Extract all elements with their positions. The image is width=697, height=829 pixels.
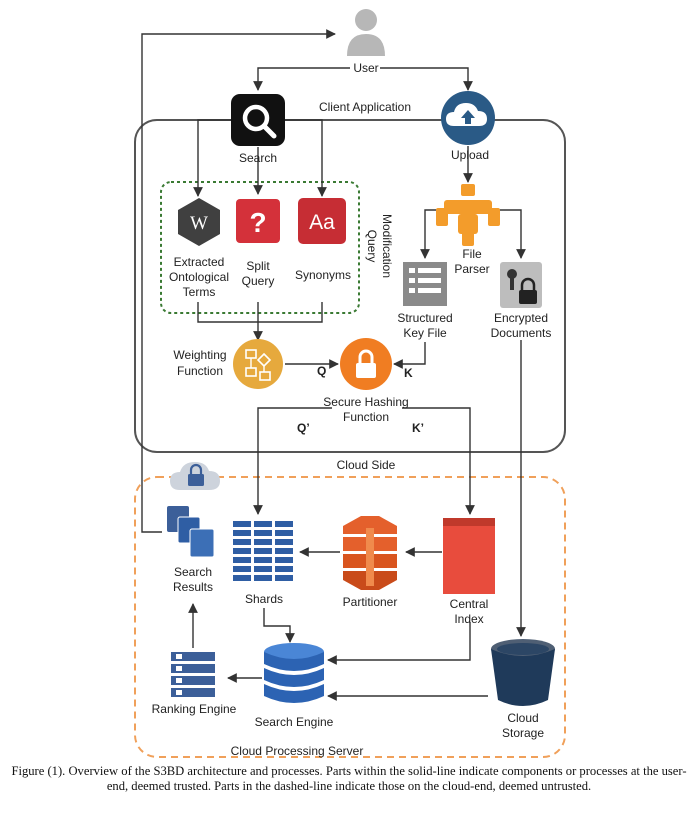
search-results-icon (167, 506, 215, 558)
user-icon (347, 9, 385, 56)
connectors (141, 29, 526, 701)
encrypted-documents-icon (500, 262, 542, 308)
search-results-label-1: Search (174, 565, 212, 579)
synonyms-label: Synonyms (295, 268, 351, 282)
secure-hashing-lock-icon (340, 338, 392, 390)
search-engine-label: Search Engine (255, 715, 334, 729)
partitioner-label: Partitioner (343, 595, 398, 609)
weighting-function-label-2: Function (177, 364, 223, 378)
q-label: Q (317, 364, 326, 378)
q-prime-label: Q’ (297, 421, 310, 435)
file-parser-label-2: Parser (454, 262, 489, 276)
structured-key-file-label-1: Structured (397, 311, 452, 325)
extracted-terms-label-2: Ontological (169, 270, 229, 284)
figure-caption: Figure (1). Overview of the S3BD archite… (11, 764, 687, 793)
shards-label: Shards (245, 592, 283, 606)
search-results-label-2: Results (173, 580, 213, 594)
secure-hashing-label-1: Secure Hashing (323, 395, 408, 409)
central-index-icon (443, 518, 495, 594)
question-glyph: ? (249, 207, 266, 238)
shards-icon (233, 521, 293, 581)
wiki-glyph: W (190, 213, 208, 234)
k-prime-label: K’ (412, 421, 424, 435)
cloud-storage-label-2: Storage (502, 726, 544, 740)
search-label: Search (239, 151, 277, 165)
secure-hashing-label-2: Function (343, 410, 389, 424)
extracted-terms-label-3: Terms (183, 285, 216, 299)
client-application-label: Client Application (319, 100, 411, 114)
file-parser-icon (436, 184, 500, 246)
synonym-glyph: Aa (309, 211, 335, 234)
cloud-processing-server-label: Cloud Processing Server (231, 744, 364, 758)
partitioner-icon (343, 516, 397, 590)
query-modification-label-2: Modification (380, 214, 394, 278)
synonyms-icon: Aa (298, 198, 346, 244)
weighting-function-label-1: Weighting (173, 348, 226, 362)
encrypted-documents-label-1: Encrypted (494, 311, 548, 325)
user-label: User (353, 61, 378, 75)
upload-label: Upload (451, 148, 489, 162)
encrypted-documents-label-2: Documents (491, 326, 552, 340)
query-modification-label-1: Query (365, 230, 379, 263)
split-query-label-1: Split (246, 259, 270, 273)
upload-icon[interactable] (441, 91, 495, 145)
query-modification-box (160, 181, 360, 314)
ranking-engine-icon (171, 652, 215, 697)
structured-key-file-label-2: Key File (403, 326, 447, 340)
k-label: K (404, 366, 413, 380)
weighting-function-icon (233, 339, 283, 389)
split-query-icon: ? (236, 199, 280, 243)
wiki-icon: W (178, 198, 220, 246)
file-parser-label-1: File (462, 247, 482, 261)
cloud-lock-icon (170, 462, 220, 490)
cloud-storage-icon (491, 639, 555, 706)
structured-key-file-icon (403, 262, 447, 306)
split-query-label-2: Query (242, 274, 275, 288)
cloud-side-label: Cloud Side (337, 458, 396, 472)
central-index-label-1: Central (450, 597, 489, 611)
search-engine-icon (264, 643, 324, 703)
extracted-terms-label-1: Extracted (174, 255, 225, 269)
cloud-storage-label-1: Cloud (507, 711, 538, 725)
ranking-engine-label: Ranking Engine (152, 702, 237, 716)
cloud-processing-box (134, 476, 566, 758)
search-icon[interactable] (231, 94, 285, 146)
client-application-box (134, 119, 566, 453)
central-index-label-2: Index (454, 612, 483, 626)
